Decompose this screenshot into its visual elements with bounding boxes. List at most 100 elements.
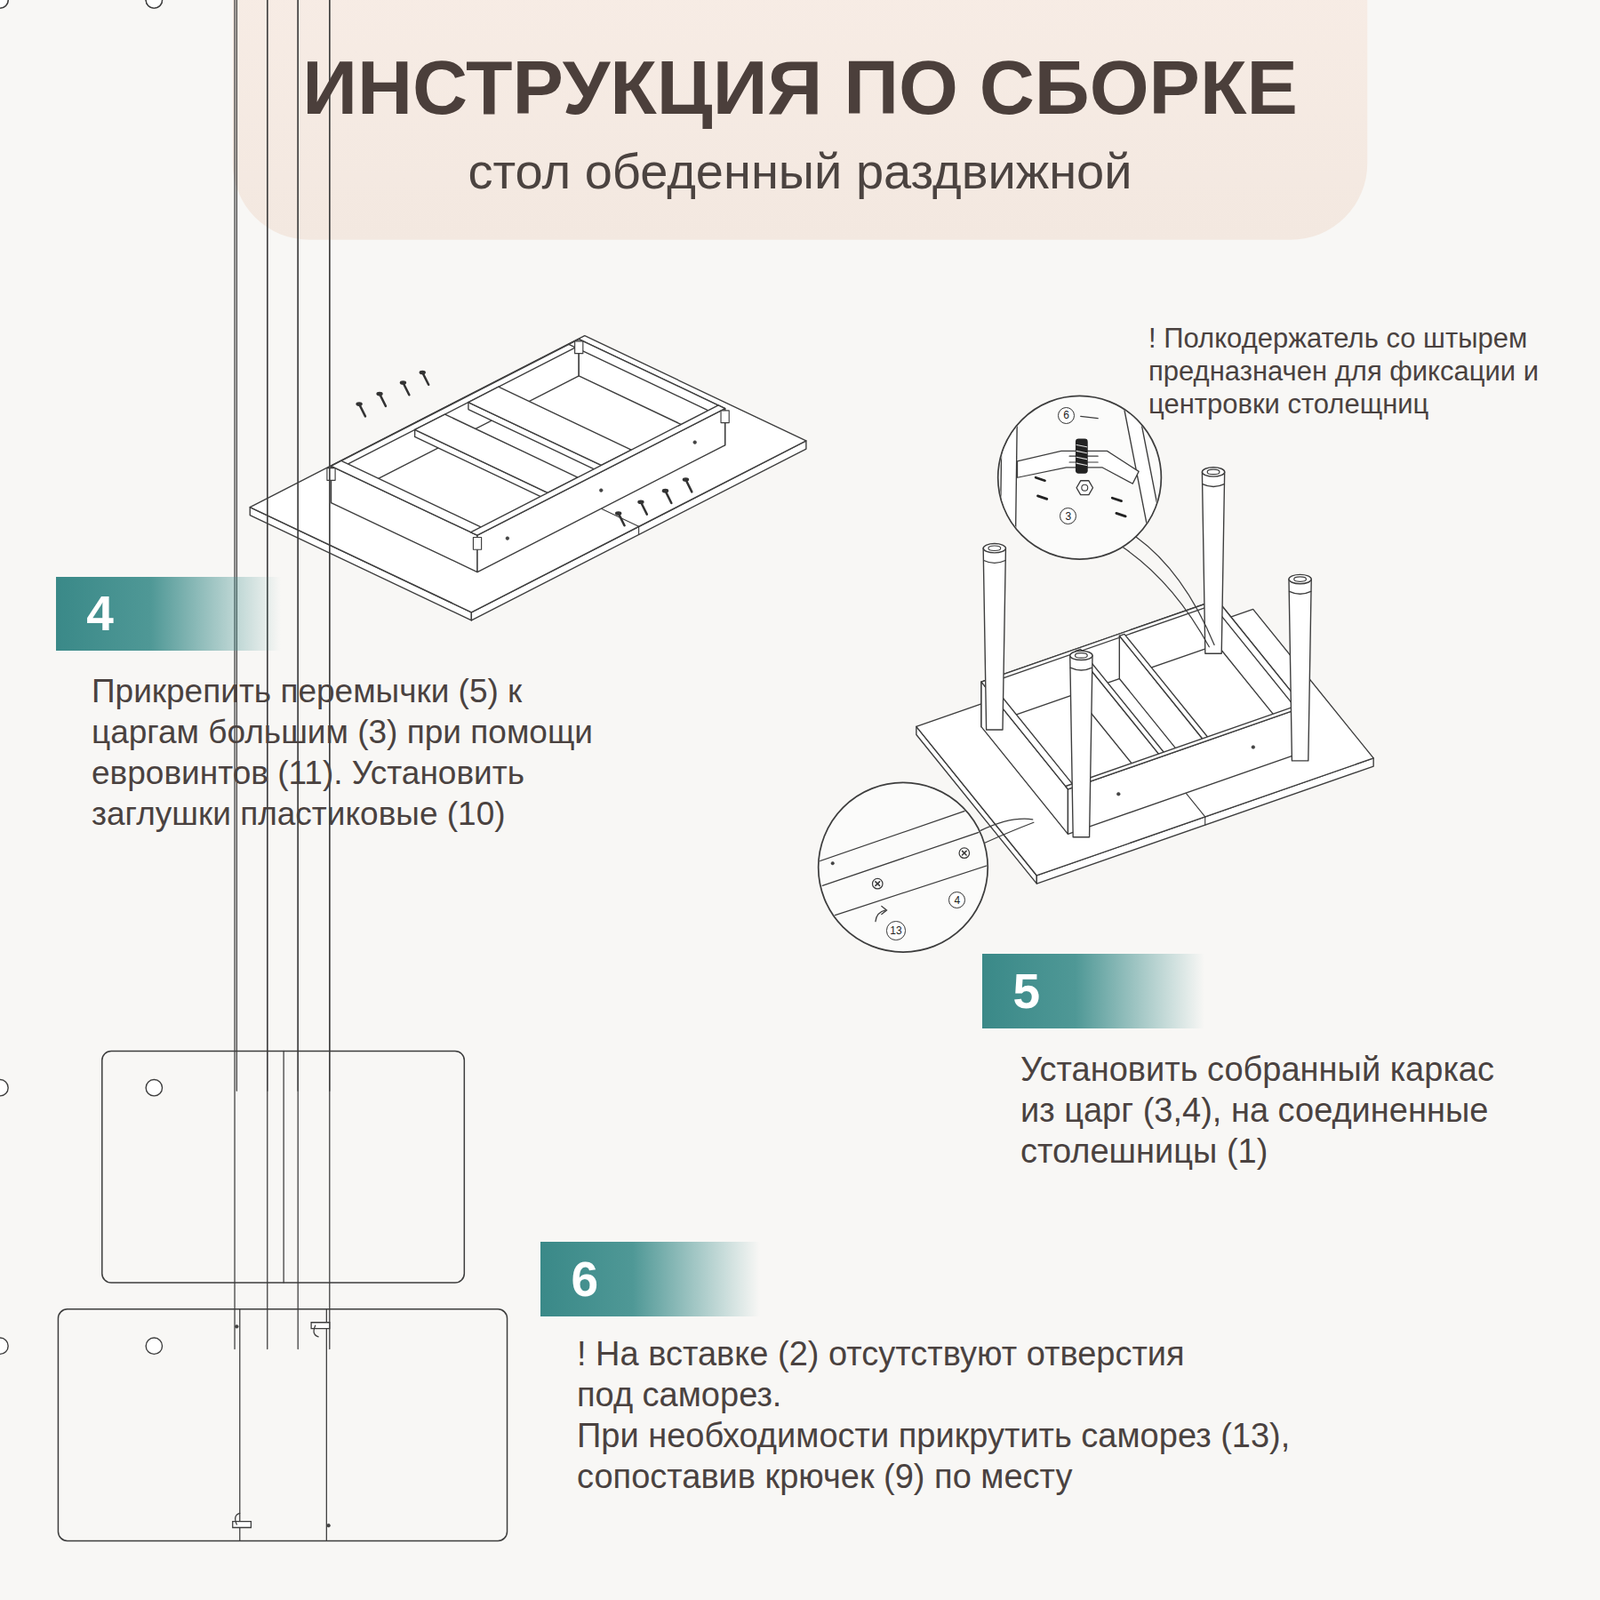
screw-head: [682, 477, 689, 482]
note-text: ! Полкодержатель со штырем предназначен …: [1148, 321, 1540, 421]
leg-plan: [145, 0, 162, 8]
apron-detail: [1000, 402, 1018, 556]
apron-long-edge: [981, 600, 1220, 686]
screw: [962, 850, 968, 856]
apron-detail: [822, 828, 990, 886]
screw-head: [637, 500, 644, 505]
leg-plan: [0, 1337, 8, 1354]
crossbar-edge: [1119, 633, 1211, 744]
hook: [313, 1325, 319, 1337]
corner-bracket: [472, 537, 481, 551]
rotate-arrow: [881, 905, 888, 914]
tabletop: [249, 336, 807, 613]
crossbar-plan: [236, 0, 238, 1091]
note-text: ! На вставке (2) отсутствуют отверстия п…: [576, 1333, 1240, 1416]
pin-thread: [1076, 450, 1087, 453]
magnifier: [818, 782, 989, 952]
leg-plan: [145, 1337, 162, 1354]
nut: [1076, 480, 1093, 496]
step-number: 5: [1012, 962, 1040, 1020]
step5-drawing: [816, 395, 1374, 952]
step-text: Установить собранный каркас из царг (3,4…: [1020, 1048, 1535, 1172]
pin-thread: [1076, 456, 1087, 459]
leg-end: [1207, 469, 1220, 475]
title: ИНСТРУКЦИЯ ПО СБОРКЕ: [0, 42, 1600, 132]
leg-end: [983, 544, 1006, 553]
hole: [327, 1523, 331, 1528]
leg-ring: [1288, 591, 1311, 594]
screw-head: [400, 380, 407, 385]
leader-line: [1122, 546, 1210, 648]
leg: [983, 548, 1006, 730]
tabletop-plan: [102, 1050, 465, 1283]
bracket: [872, 878, 883, 888]
tabletop-seam: [283, 1050, 285, 1283]
tabletop-plan: [57, 1309, 507, 1542]
leg-ring: [984, 560, 1006, 563]
apron-detail: [816, 802, 988, 863]
step-text: При необходимости прикрутить саморез (13…: [576, 1415, 1351, 1497]
callout-circle: 13: [886, 920, 905, 940]
step-text: Прикрепить перемычки (5) к царгам больши…: [91, 671, 625, 835]
leg-ring: [1070, 667, 1092, 671]
tabletop-seam: [326, 1309, 328, 1542]
screw: [1037, 496, 1047, 499]
hole: [505, 536, 510, 541]
leg-end: [1074, 653, 1088, 659]
hole: [693, 440, 697, 445]
hole: [599, 488, 603, 493]
leg-ring: [1202, 484, 1224, 488]
leg-end: [1294, 576, 1307, 583]
screw: [1112, 497, 1121, 501]
callout-number: 3: [1065, 510, 1072, 523]
apron-detail: [832, 864, 989, 916]
callout-number: 4: [953, 894, 960, 907]
leader-line: [984, 822, 1034, 843]
step-number: 6: [570, 1250, 599, 1308]
pin: [1075, 439, 1088, 474]
hole: [831, 861, 834, 864]
nut-hole: [1081, 484, 1088, 491]
corner-bracket: [327, 468, 336, 481]
magnifier: [998, 395, 1162, 560]
hole: [234, 1325, 239, 1329]
step-number: 4: [86, 584, 114, 642]
apron-long-edge: [1065, 704, 1304, 790]
pin-thread: [1076, 463, 1087, 465]
magnifier-content: [816, 802, 990, 921]
tabletop-seam: [1204, 816, 1206, 825]
leg-plan: [145, 1080, 162, 1096]
corner-bracket: [720, 410, 729, 424]
screw: [875, 881, 880, 887]
apron-long: [477, 408, 726, 573]
screw-head: [419, 370, 426, 376]
callout-number: 6: [1063, 408, 1070, 422]
step-badge: 5: [982, 953, 1204, 1029]
leg-end: [1070, 650, 1093, 660]
leader-line: [1080, 416, 1099, 418]
screw-head: [376, 392, 383, 397]
tabletop-seam: [638, 526, 640, 535]
apron-long: [1067, 706, 1304, 834]
step-badge: 6: [540, 1241, 760, 1317]
hook: [235, 1512, 240, 1525]
leg-end: [1288, 574, 1312, 584]
apron-long-edge: [470, 405, 725, 536]
callout-circle: 6: [1057, 407, 1075, 424]
corner-bracket: [575, 341, 584, 354]
crossbar: [468, 386, 632, 465]
hole: [1116, 792, 1120, 796]
tabletop-seam: [239, 1309, 240, 1542]
leader-line: [1136, 536, 1215, 646]
leg-plan: [0, 0, 8, 8]
apron-short-edge: [331, 460, 488, 536]
screw-head: [615, 511, 622, 516]
callout-number: 13: [889, 924, 902, 937]
subtitle: стол обеденный раздвижной: [0, 143, 1600, 200]
leg: [1288, 579, 1312, 761]
leg-end: [988, 545, 1001, 552]
leg: [1070, 655, 1093, 837]
leg-plan: [0, 1080, 8, 1096]
step4-drawing: [249, 336, 807, 621]
